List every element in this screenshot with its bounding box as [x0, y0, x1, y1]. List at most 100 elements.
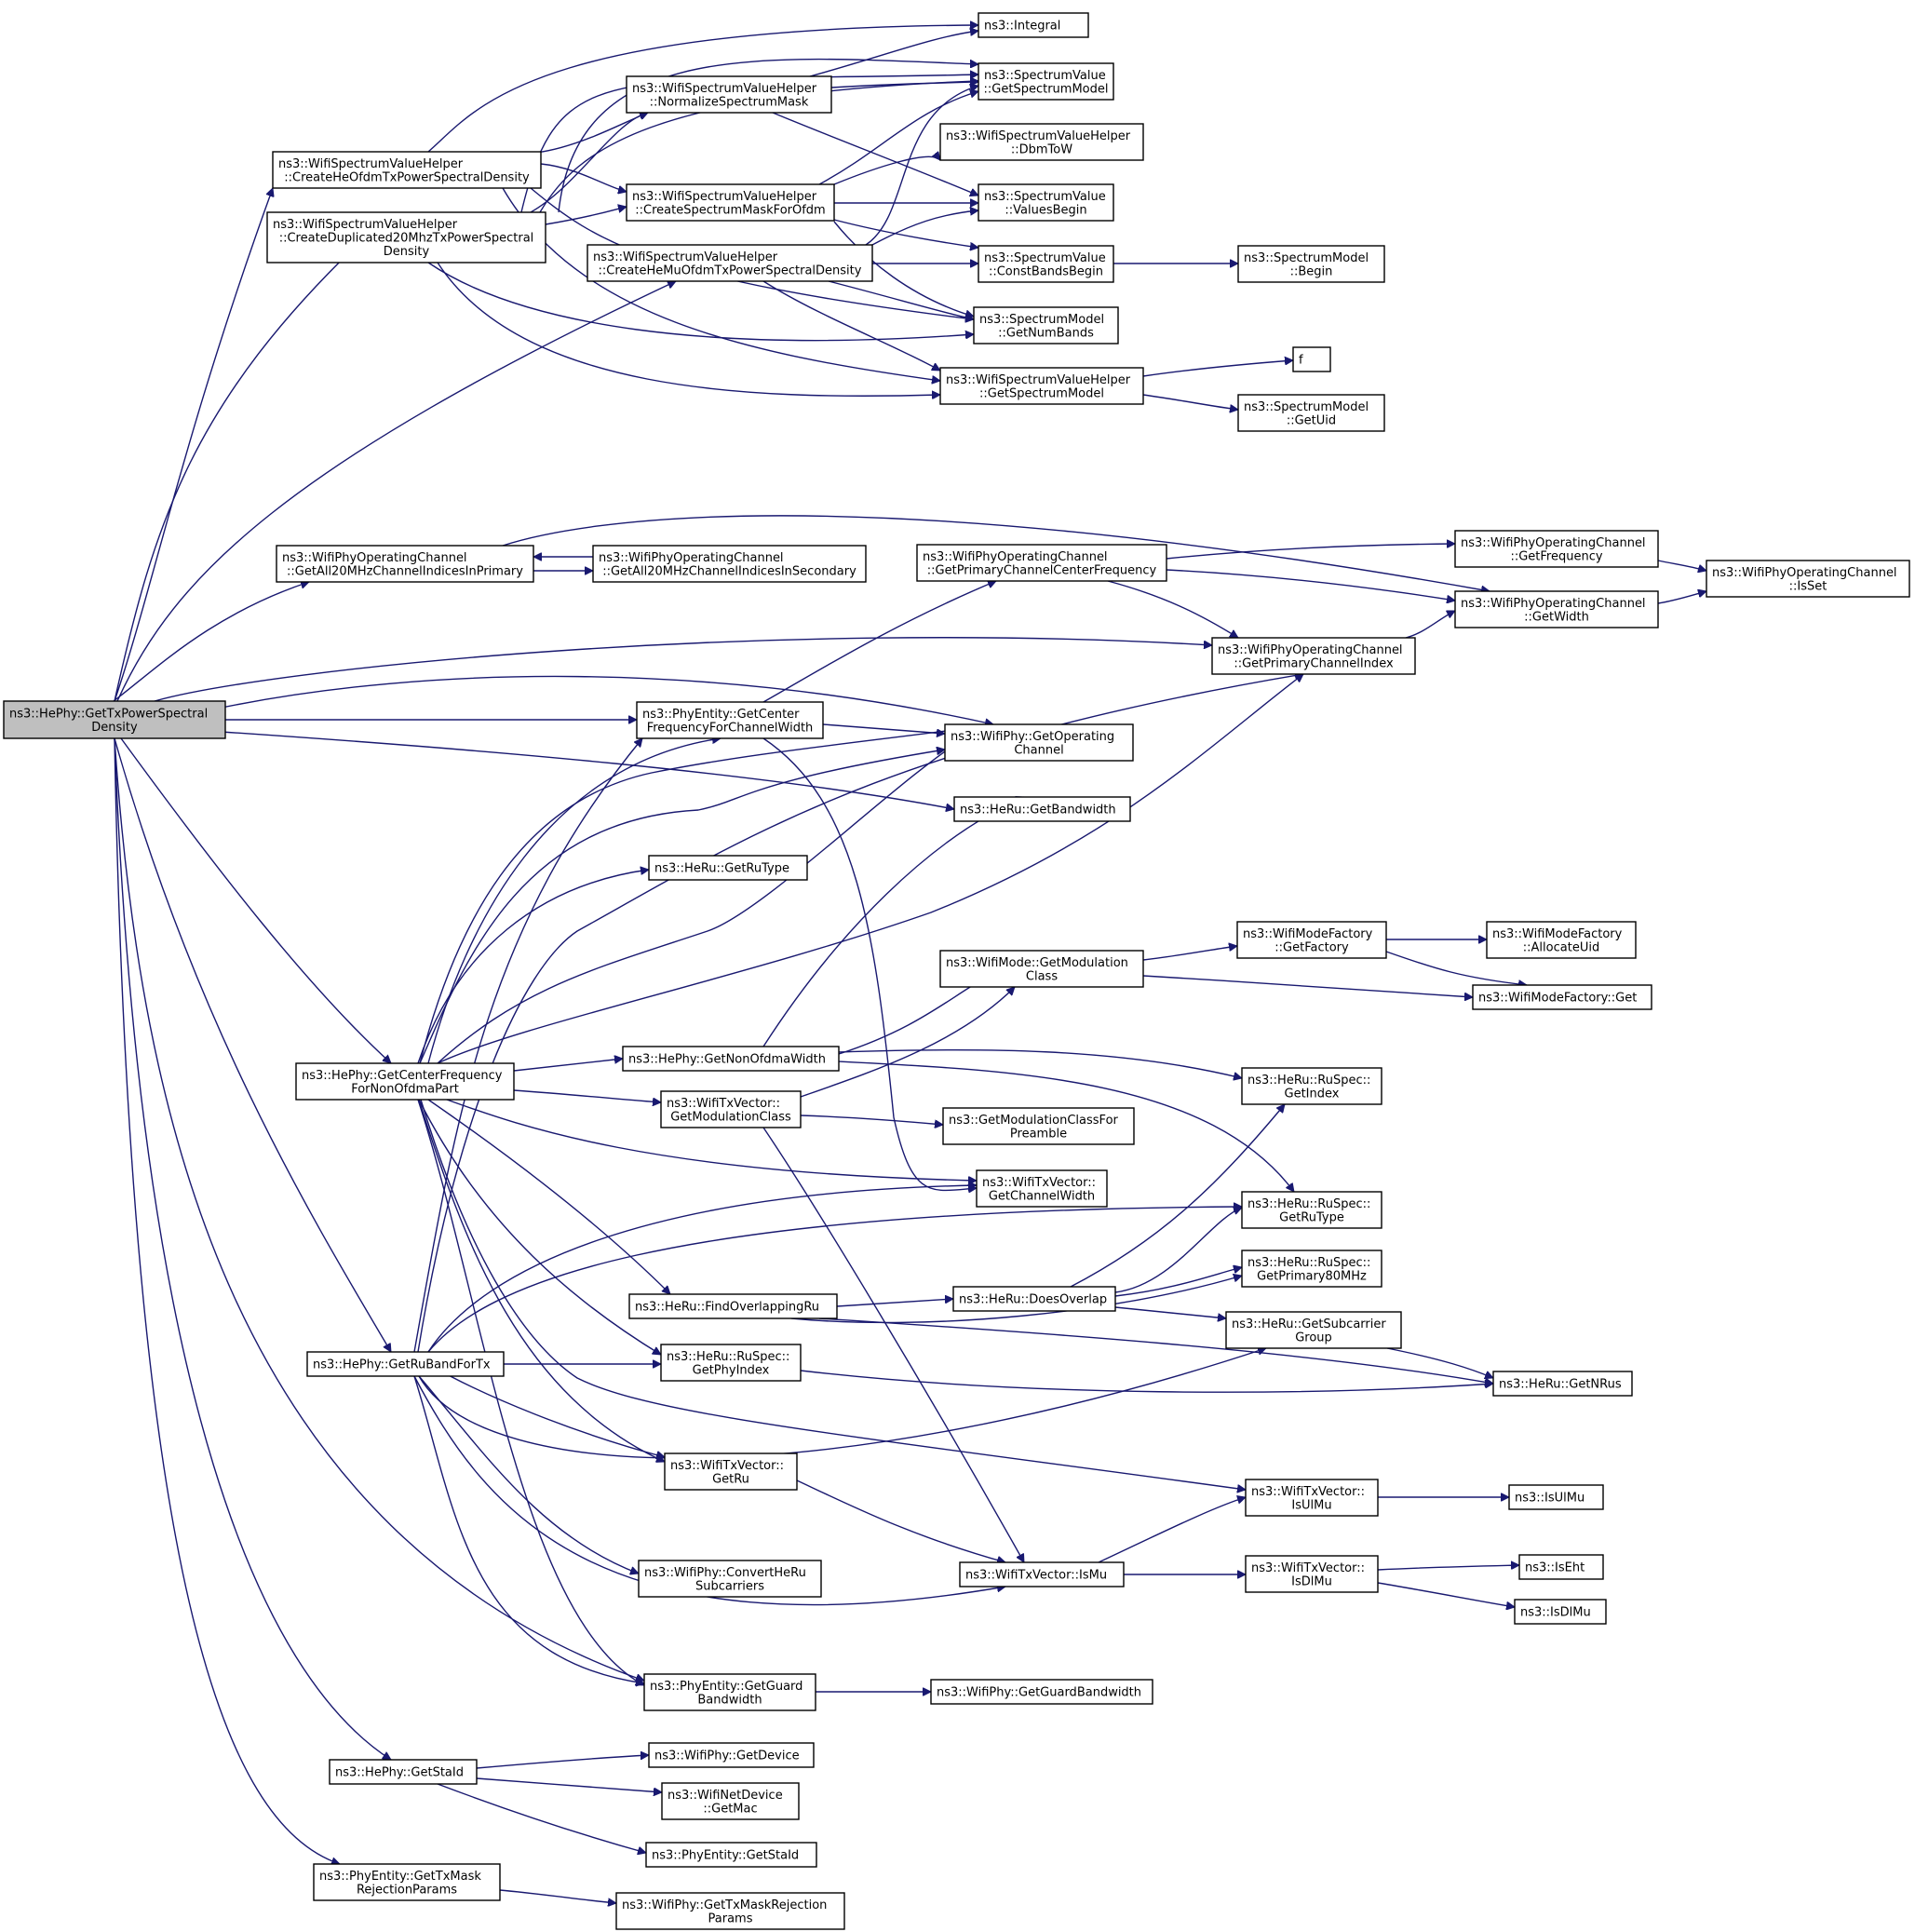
call-edge: [1166, 569, 1455, 601]
node-label: GetPhyIndex: [693, 1363, 770, 1377]
node-prim-center[interactable]: ns3::WifiPhyOperatingChannel::GetPrimary…: [916, 544, 1167, 582]
node-create-dup[interactable]: ns3::WifiSpectrumValueHelper::CreateDupl…: [266, 211, 546, 263]
node-label: ns3::HeRu::GetSubcarrier: [1232, 1317, 1386, 1331]
call-edge: [1377, 1565, 1519, 1571]
node-label: ns3::WifiPhyOperatingChannel: [1461, 536, 1646, 550]
node-dbm-to-w[interactable]: ns3::WifiSpectrumValueHelper::DbmToW: [939, 123, 1144, 161]
node-get-uid[interactable]: ns3::SpectrumModel::GetUid: [1237, 394, 1385, 432]
node-label: ns3::HeRu::RuSpec::: [1247, 1256, 1370, 1270]
call-edge: [417, 1099, 644, 1686]
call-edge: [865, 86, 978, 246]
call-edge: [221, 675, 993, 724]
node-txv-get-ru[interactable]: ns3::WifiTxVector::GetRu: [664, 1452, 798, 1491]
node-txv-ch-width[interactable]: ns3::WifiTxVector::GetChannelWidth: [976, 1169, 1108, 1208]
node-label: GetModulationClass: [670, 1110, 791, 1124]
call-edge: [558, 58, 978, 213]
node-create-he-ofdm[interactable]: ns3::WifiSpectrumValueHelper::CreateHeOf…: [272, 151, 542, 189]
node-label: ns3::GetModulationClassFor: [949, 1114, 1119, 1128]
node-phy-guard[interactable]: ns3::WifiPhy::GetGuardBandwidth: [930, 1679, 1153, 1705]
node-primary80[interactable]: ns3::HeRu::RuSpec::GetPrimary80MHz: [1241, 1250, 1382, 1288]
node-label: ::GetSpectrumModel: [979, 386, 1104, 400]
node-values-begin[interactable]: ns3::SpectrumValue::ValuesBegin: [978, 183, 1114, 222]
node-is-set[interactable]: ns3::WifiPhyOperatingChannel::IsSet: [1706, 560, 1910, 598]
node-txv-is-dl-mu[interactable]: ns3::WifiTxVector::IsDlMu: [1245, 1555, 1379, 1593]
node-sv-get-model[interactable]: ns3::SpectrumValue::GetSpectrumModel: [978, 62, 1114, 101]
edge-path: [446, 1099, 977, 1181]
node-integral[interactable]: ns3::Integral: [978, 12, 1089, 38]
node-get-factory[interactable]: ns3::WifiModeFactory::GetFactory: [1236, 921, 1387, 959]
edge-path: [427, 738, 721, 1064]
call-edge: [1657, 560, 1706, 571]
edge-path: [800, 1370, 1493, 1393]
node-is-ul-mu[interactable]: ns3::IsUlMu: [1508, 1484, 1604, 1510]
node-get-sta-id[interactable]: ns3::HePhy::GetStaId: [329, 1759, 478, 1785]
node-get-frequency[interactable]: ns3::WifiPhyOperatingChannel::GetFrequen…: [1454, 530, 1659, 568]
node-label: ns3::SpectrumValue: [984, 190, 1106, 204]
node-const-bands[interactable]: ns3::SpectrumValue::ConstBandsBegin: [978, 245, 1114, 283]
node-get-num-bands[interactable]: ns3::SpectrumModel::GetNumBands: [973, 306, 1119, 345]
edge-path: [539, 81, 978, 213]
node-txv-is-mu[interactable]: ns3::WifiTxVector::IsMu: [959, 1561, 1125, 1587]
node-f[interactable]: f: [1292, 346, 1331, 372]
node-label: ::IsSet: [1789, 579, 1827, 593]
node-sm-begin[interactable]: ns3::SpectrumModel::Begin: [1237, 245, 1385, 283]
node-get-mac[interactable]: ns3::WifiNetDevice::GetMac: [661, 1782, 800, 1820]
call-edge: [818, 91, 978, 185]
node-is-dl-mu[interactable]: ns3::IsDlMu: [1514, 1599, 1607, 1625]
node-pe-center[interactable]: ns3::PhyEntity::GetCenterFrequencyForCha…: [636, 701, 824, 739]
node-get-device[interactable]: ns3::WifiPhy::GetDevice: [648, 1742, 815, 1768]
node-pe-sta-id[interactable]: ns3::PhyEntity::GetStaId: [645, 1842, 817, 1868]
call-edge: [437, 262, 940, 396]
edge-path: [1166, 569, 1455, 601]
node-non-ofdma-width[interactable]: ns3::HePhy::GetNonOfdmaWidth: [622, 1046, 840, 1072]
node-center-non-ofdma[interactable]: ns3::HePhy::GetCenterFrequencyForNonOfdm…: [295, 1062, 515, 1101]
node-he-ru-type[interactable]: ns3::HeRu::GetRuType: [648, 855, 808, 881]
node-find-overlap[interactable]: ns3::HeRu::FindOverlappingRu: [628, 1293, 838, 1319]
node-create-mask[interactable]: ns3::WifiSpectrumValueHelper::CreateSpec…: [626, 183, 835, 222]
node-is-eht[interactable]: ns3::IsEht: [1518, 1554, 1604, 1580]
node-box: [942, 1107, 1135, 1145]
node-box: [1492, 1371, 1633, 1397]
node-get-n-rus[interactable]: ns3::HeRu::GetNRus: [1492, 1371, 1633, 1397]
node-txv-is-ul-mu[interactable]: ns3::WifiTxVector::IsUlMu: [1245, 1479, 1379, 1517]
node-label: ns3::HePhy::GetCenterFrequency: [302, 1069, 503, 1083]
node-pe-guard[interactable]: ns3::PhyEntity::GetGuardBandwidth: [643, 1673, 816, 1711]
node-does-overlap[interactable]: ns3::HeRu::DoesOverlap: [952, 1286, 1116, 1312]
call-edge: [838, 1061, 1294, 1192]
node-all20-prim[interactable]: ns3::WifiPhyOperatingChannel::GetAll20MH…: [276, 545, 534, 583]
node-label: Bandwidth: [697, 1693, 762, 1707]
edge-path: [419, 728, 968, 1064]
node-label: ns3::HeRu::GetBandwidth: [960, 804, 1116, 817]
node-label: ns3::PhyEntity::GetGuard: [650, 1680, 802, 1694]
node-mode-get-mod[interactable]: ns3::WifiMode::GetModulationClass: [939, 950, 1144, 988]
node-prim-index[interactable]: ns3::WifiPhyOperatingChannel::GetPrimary…: [1211, 637, 1416, 675]
node-box: [638, 1560, 822, 1598]
node-get-width[interactable]: ns3::WifiPhyOperatingChannel::GetWidth: [1454, 590, 1659, 628]
edge-path: [762, 797, 1024, 1047]
node-ru-spec-index[interactable]: ns3::HeRu::RuSpec::GetIndex: [1241, 1067, 1382, 1105]
node-txv-mod-class[interactable]: ns3::WifiTxVector::GetModulationClass: [660, 1090, 802, 1128]
node-phy-index[interactable]: ns3::HeRu::RuSpec::GetPhyIndex: [660, 1344, 802, 1382]
node-all20-sec[interactable]: ns3::WifiPhyOperatingChannel::GetAll20MH…: [592, 545, 867, 583]
node-factory-get[interactable]: ns3::WifiModeFactory::Get: [1472, 984, 1652, 1010]
node-normalize[interactable]: ns3::WifiSpectrumValueHelper::NormalizeS…: [626, 75, 832, 114]
node-alloc-uid[interactable]: ns3::WifiModeFactory::AllocateUid: [1486, 921, 1637, 959]
node-label: ::ConstBandsBegin: [989, 264, 1103, 278]
node-ru-spec-type[interactable]: ns3::HeRu::RuSpec::GetRuType: [1241, 1191, 1382, 1229]
node-ru-band[interactable]: ns3::HePhy::GetRuBandForTx: [306, 1351, 505, 1377]
node-he-ru-bw[interactable]: ns3::HeRu::GetBandwidth: [953, 796, 1131, 822]
call-edge: [1385, 951, 1527, 985]
call-edge: [417, 870, 649, 1064]
node-label: ::CreateHeMuOfdmTxPowerSpectralDensity: [599, 263, 862, 277]
node-wsvh-get-model[interactable]: ns3::WifiSpectrumValueHelper::GetSpectru…: [939, 367, 1144, 405]
node-label: Density: [91, 721, 138, 735]
node-create-he-mu[interactable]: ns3::WifiSpectrumValueHelper::CreateHeMu…: [587, 244, 873, 282]
call-edge: [539, 81, 978, 213]
